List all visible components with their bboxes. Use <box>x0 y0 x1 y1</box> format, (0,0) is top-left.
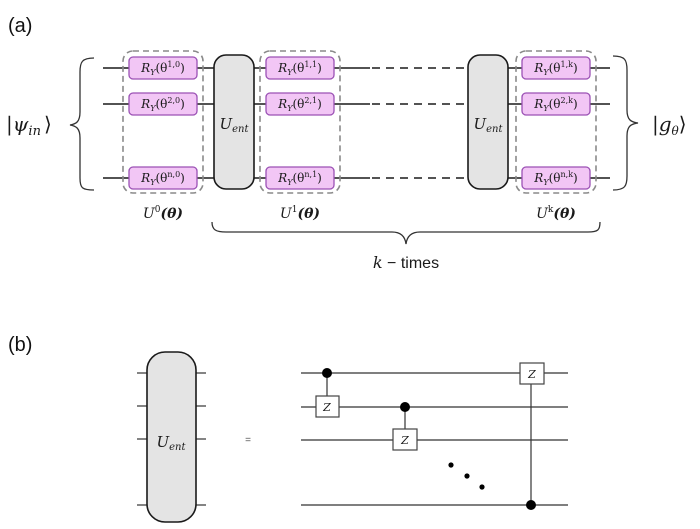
entangler-block-1: Uent <box>213 54 255 190</box>
svg-text:RY(θ2,k): RY(θ2,k) <box>533 96 577 113</box>
cz-ladder-circuit: Z Z Z <box>301 362 568 510</box>
qubit-wires <box>103 67 610 179</box>
layer-group-1: RY(θ1,1) RY(θ2,1) RY(θn,1) U1(θ) <box>259 50 341 222</box>
ry-gate: RY(θn,1) <box>265 166 335 190</box>
control-dot <box>526 500 536 510</box>
svg-text:Z: Z <box>527 368 536 381</box>
output-state-label: |gθ⟩ <box>652 112 687 138</box>
ellipsis-dot <box>448 462 454 468</box>
svg-text:RY(θ1,k): RY(θ1,k) <box>533 60 577 77</box>
entangler-block-2: Uent <box>467 54 509 190</box>
svg-text:Uent: Uent <box>473 115 503 135</box>
svg-text:RY(θn,1): RY(θn,1) <box>277 170 322 187</box>
group-1-outline <box>259 50 341 194</box>
input-state-label: |ψin⟩ <box>6 112 52 139</box>
panel-b-label: (b) <box>8 334 32 356</box>
input-brace <box>69 57 95 191</box>
layer-group-0: RY(θ1,0) RY(θ2,0) RY(θn,0) U0(θ) <box>122 50 204 222</box>
control-dot <box>322 368 332 378</box>
ry-gate: RY(θ1,0) <box>128 56 198 80</box>
z-gate <box>392 428 418 451</box>
output-brace <box>612 55 639 191</box>
repeat-brace <box>211 221 601 245</box>
svg-text:Z: Z <box>322 401 331 414</box>
z-gate <box>315 395 340 418</box>
group-0-label: U0(θ) <box>143 205 183 222</box>
ry-gate: RY(θ1,k) <box>521 56 591 80</box>
ry-gate: RY(θ2,1) <box>265 92 335 116</box>
entangler-definition-block: Uent <box>137 351 206 523</box>
panel-a-label: (a) <box>8 15 32 37</box>
svg-text:RY(θ2,1): RY(θ2,1) <box>277 96 322 113</box>
z-gate <box>519 362 545 385</box>
svg-text:RY(θ1,0): RY(θ1,0) <box>140 60 185 77</box>
ry-gate: RY(θn,0) <box>128 166 198 190</box>
control-dot <box>400 402 410 412</box>
layer-group-k: RY(θ1,k) RY(θ2,k) RY(θn,k) Uk(θ) <box>515 50 597 222</box>
svg-text:Uent: Uent <box>219 115 249 135</box>
equals-sign: = <box>245 435 251 446</box>
ellipsis-dot <box>464 473 470 479</box>
svg-text:RY(θn,0): RY(θn,0) <box>140 170 185 187</box>
svg-text:RY(θ2,0): RY(θ2,0) <box>140 96 185 113</box>
svg-text:RY(θ1,1): RY(θ1,1) <box>277 60 322 77</box>
svg-text:Z: Z <box>400 434 409 447</box>
group-1-label: U1(θ) <box>280 205 320 222</box>
group-k-label: Uk(θ) <box>536 205 576 222</box>
group-0-outline <box>122 50 204 194</box>
ry-gate: RY(θ2,0) <box>128 92 198 116</box>
svg-text:Uent: Uent <box>156 433 186 453</box>
ry-gate: RY(θn,k) <box>521 166 591 190</box>
ry-gate: RY(θ1,1) <box>265 56 335 80</box>
repeat-label: k − times <box>373 253 439 272</box>
svg-text:RY(θn,k): RY(θn,k) <box>533 170 577 187</box>
ellipsis-dot <box>479 484 485 490</box>
ry-gate: RY(θ2,k) <box>521 92 591 116</box>
group-k-outline <box>515 50 597 194</box>
